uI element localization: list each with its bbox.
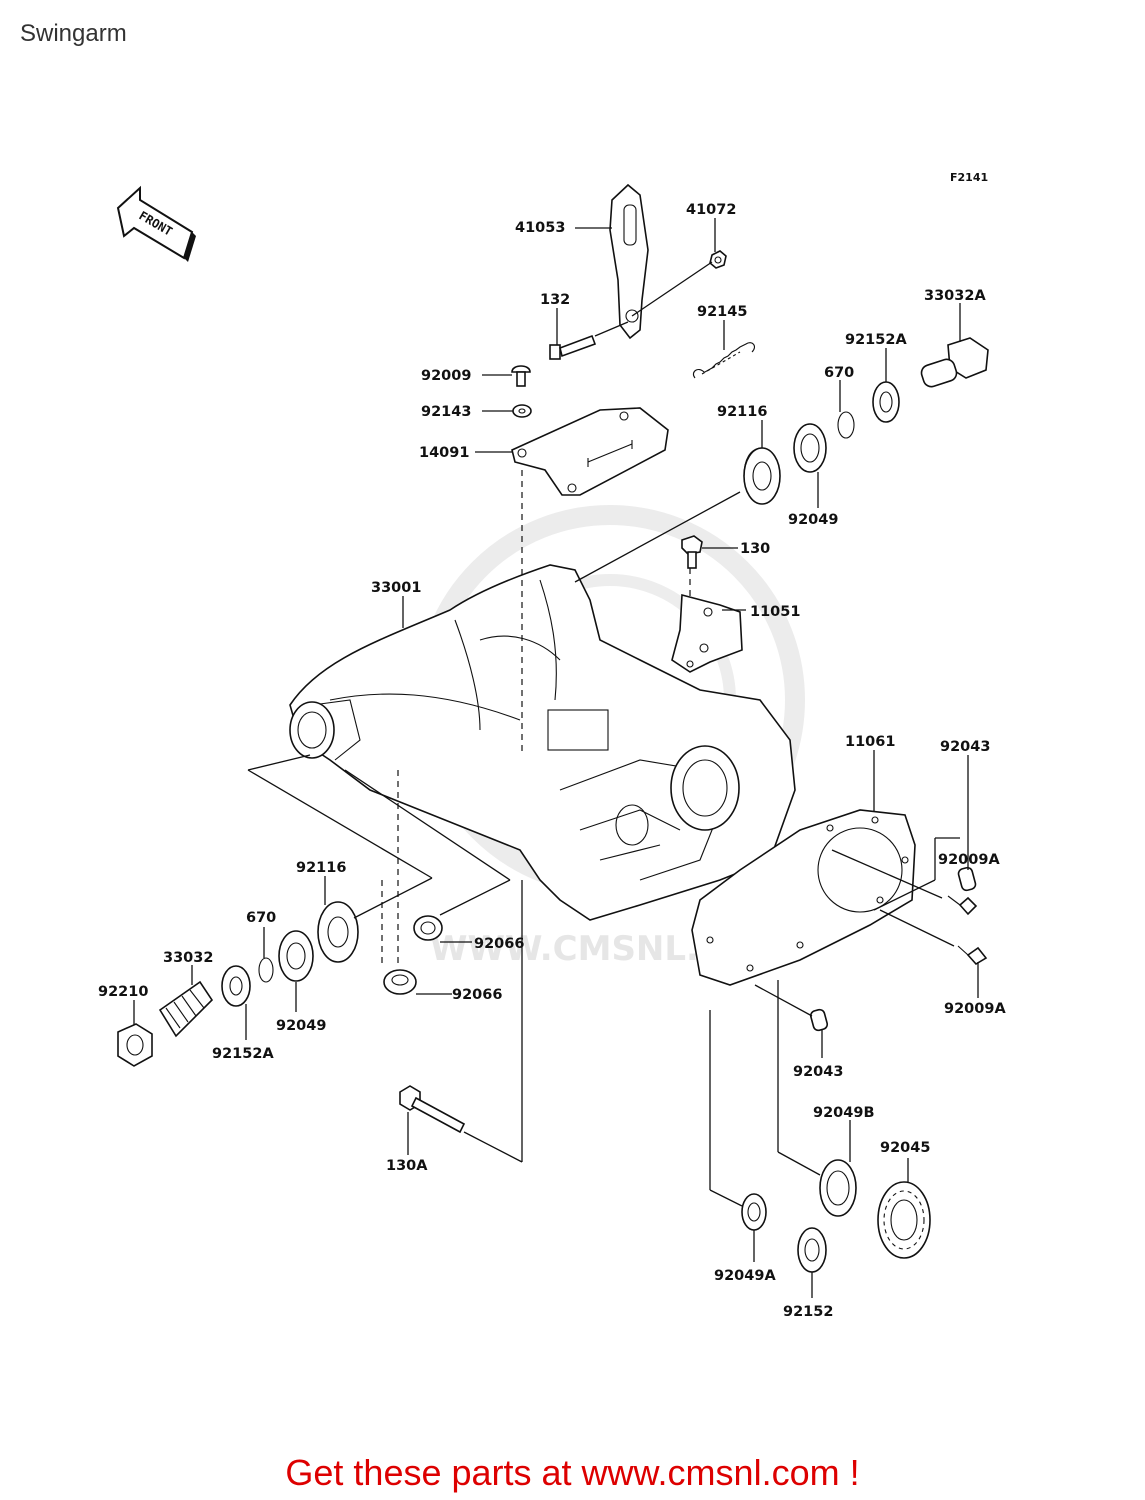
part-label-92210: 92210 [98,984,148,1000]
part-92145-drawing [692,342,755,379]
part-label-92049b: 92049B [813,1105,875,1121]
part-label-41053: 41053 [515,220,565,236]
part-33032-drawing [158,980,214,1038]
part-92152a-top-drawing [872,381,900,423]
part-92066-b-drawing [383,969,417,995]
page-title: Swingarm [20,20,127,47]
part-92152a-bottom-drawing [221,965,251,1007]
part-92049b-drawing [819,1159,857,1217]
part-14091-drawing [511,407,669,496]
part-33032a-drawing [920,337,989,388]
part-label-92049a: 92049A [714,1268,776,1284]
part-label-11051: 11051 [750,604,800,620]
part-label-92143: 92143 [421,404,471,420]
part-92049-bottom-drawing [278,930,314,982]
part-670-top-drawing [837,411,855,439]
get-parts-link[interactable]: Get these parts at www.cmsnl.com ! [285,1452,860,1493]
part-label-92049-top: 92049 [788,512,838,528]
part-label-130a: 130A [386,1158,428,1174]
part-label-92043-top: 92043 [940,739,990,755]
part-label-14091: 14091 [419,445,469,461]
part-11051-drawing [671,593,743,673]
part-label-92009a-a: 92009A [938,852,1000,868]
part-41053-drawing [609,183,649,340]
part-label-130: 130 [740,541,770,557]
part-92009-drawing [511,365,531,387]
part-670-bottom-drawing [258,957,274,983]
part-92066-a-drawing [413,915,443,941]
part-label-670-top: 670 [824,365,854,381]
part-92116-bottom-drawing [317,901,359,963]
part-label-92009: 92009 [421,368,471,384]
part-label-92066-b: 92066 [452,987,502,1003]
part-label-11061: 11061 [845,734,895,750]
swingarm-body [289,564,796,921]
part-11061-drawing [691,809,916,986]
part-92210-drawing [117,1023,153,1067]
part-label-92152a-top: 92152A [845,332,907,348]
part-label-92116-top: 92116 [717,404,767,420]
part-label-132: 132 [540,292,570,308]
part-41072-drawing [709,250,727,269]
part-92152-drawing [797,1227,827,1273]
part-92045-drawing [877,1181,931,1259]
part-92116-top-drawing [743,447,781,505]
part-label-92066-a: 92066 [474,936,524,952]
part-labels: 41053 41072 132 92145 33032A 92152A 670 … [98,202,1006,1320]
part-label-92043-bottom: 92043 [793,1064,843,1080]
part-label-92152: 92152 [783,1304,833,1320]
part-label-92049-bottom: 92049 [276,1018,326,1034]
part-130-drawing [681,535,703,569]
part-92043-bottom-drawing [809,1008,829,1032]
part-label-33032: 33032 [163,950,213,966]
part-label-92009a-b: 92009A [944,1001,1006,1017]
part-label-92152a-bottom: 92152A [212,1046,274,1062]
part-label-33032a: 33032A [924,288,986,304]
part-92043-top-drawing [957,866,977,892]
part-label-92116-bottom: 92116 [296,860,346,876]
leader-lines [133,218,979,1298]
part-130a-drawing [399,1085,466,1134]
part-92009a-b-drawing [957,945,988,966]
part-92009a-a-drawing [947,895,978,916]
part-label-41072: 41072 [686,202,736,218]
part-label-92045: 92045 [880,1140,930,1156]
diagram-code: F2141 [950,171,988,184]
part-label-670-bottom: 670 [246,910,276,926]
part-label-92145: 92145 [697,304,747,320]
front-arrow-icon: FRONT [116,185,196,262]
part-92049a-drawing [741,1193,767,1231]
part-92049-top-drawing [793,423,827,473]
part-92143-drawing [512,404,532,418]
part-132-drawing [549,334,597,360]
part-label-33001: 33001 [371,580,421,596]
